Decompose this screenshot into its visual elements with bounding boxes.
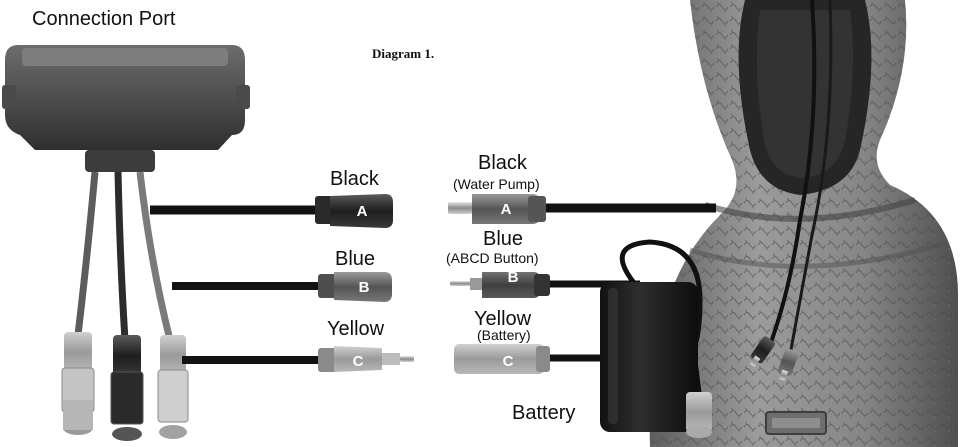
left-label-black: Black	[330, 168, 379, 190]
connector-letter-c-right: C	[503, 353, 514, 370]
port-plug-black-middle	[110, 335, 144, 441]
port-cable-middle	[114, 171, 129, 341]
right-label-black: Black	[478, 152, 527, 174]
connector-b-right	[450, 272, 550, 298]
left-label-blue: Blue	[335, 248, 376, 270]
connector-letter-a-right: A	[501, 201, 512, 218]
connection-port-box	[2, 45, 250, 172]
connector-letter-a-left: A	[357, 203, 368, 220]
connector-letter-c-left: C	[353, 353, 364, 370]
connector-c-left	[318, 346, 414, 372]
port-plug-white-left	[61, 332, 95, 435]
connector-a-right	[448, 194, 546, 224]
right-sub-blue: (ABCD Button)	[446, 250, 539, 266]
port-plug-white-right	[157, 335, 189, 439]
connector-letter-b-left: B	[359, 279, 370, 296]
connector-a-left	[315, 194, 393, 228]
fountain-statue	[649, 0, 959, 447]
diagram-title: Diagram 1.	[372, 46, 435, 61]
connector-c-right	[454, 344, 550, 374]
left-label-yellow: Yellow	[327, 318, 385, 340]
connector-letter-b-right: B	[508, 269, 519, 286]
battery-label: Battery	[512, 402, 576, 424]
port-cable-left	[74, 171, 99, 336]
connection-port-label: Connection Port	[32, 8, 176, 30]
right-sub-black: (Water Pump)	[453, 176, 540, 192]
battery-pack	[600, 239, 712, 438]
right-label-blue: Blue	[483, 228, 524, 250]
right-sub-yellow: (Battery)	[477, 327, 531, 343]
connector-b-left	[318, 272, 392, 302]
right-label-yellow: Yellow	[474, 308, 532, 330]
port-cable-right	[136, 171, 174, 341]
